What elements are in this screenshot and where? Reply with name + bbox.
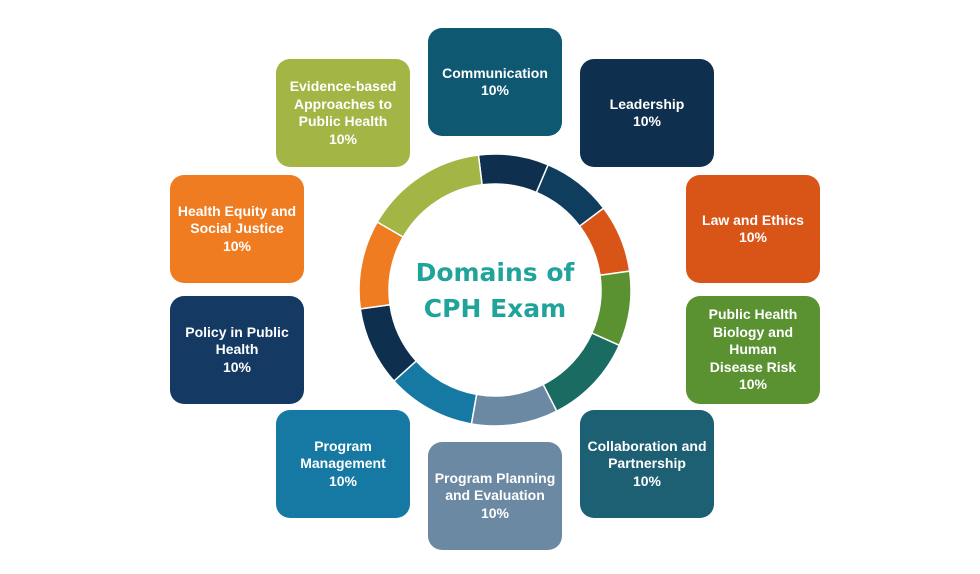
ring-segment: [470, 383, 558, 427]
diagram-title: Domains of CPH Exam: [395, 255, 595, 327]
ring-segment: [376, 154, 483, 239]
ring-segment: [477, 153, 550, 194]
title-line-2: CPH Exam: [423, 294, 567, 323]
ring-segment: [542, 332, 621, 413]
ring-segment: [590, 270, 632, 347]
title-line-1: Domains of: [415, 258, 575, 287]
